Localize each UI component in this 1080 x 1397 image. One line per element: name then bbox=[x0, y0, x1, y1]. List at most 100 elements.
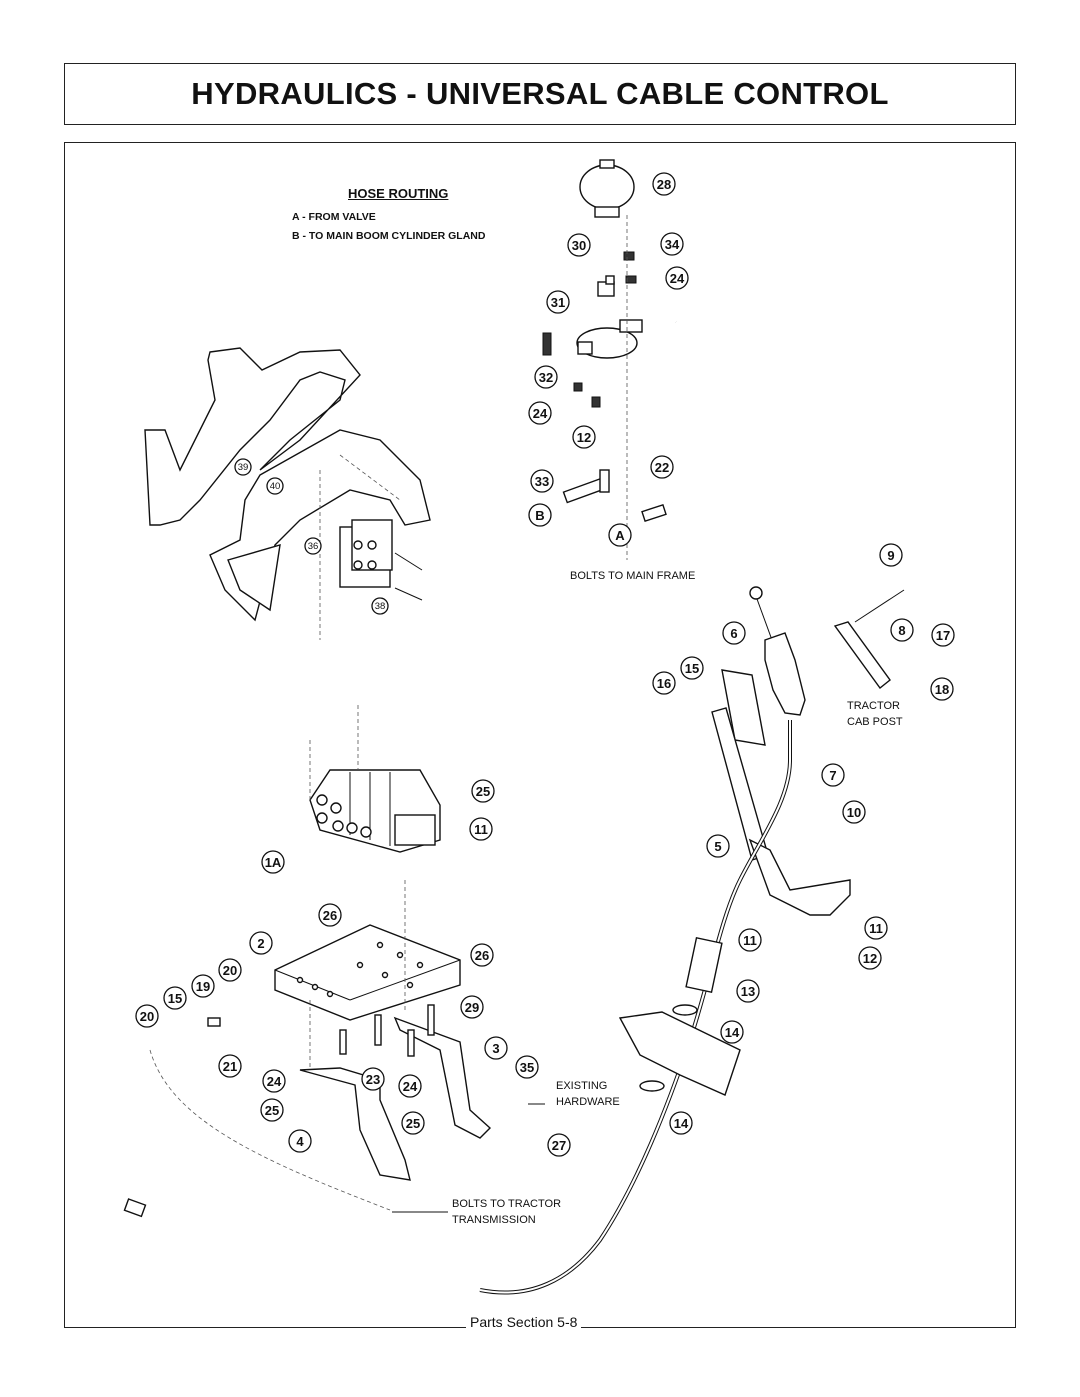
callout-label: 16 bbox=[657, 676, 671, 691]
cable-13-14 bbox=[123, 720, 792, 1295]
fitting-12 bbox=[591, 396, 601, 408]
callout-label: 15 bbox=[685, 661, 699, 676]
callout-label: 25 bbox=[476, 784, 490, 799]
note-bolts-main-frame: BOLTS TO MAIN FRAME bbox=[570, 570, 696, 582]
title-box: HYDRAULICS - UNIVERSAL CABLE CONTROL bbox=[64, 63, 1016, 125]
callout-circle bbox=[218, 958, 242, 982]
callout-label: 27 bbox=[552, 1138, 566, 1153]
callout-circle bbox=[879, 543, 903, 567]
callout-label: 10 bbox=[847, 805, 861, 820]
callout-label: 1A bbox=[265, 855, 282, 870]
panel-6 bbox=[721, 669, 766, 746]
callout-circle bbox=[652, 172, 676, 196]
callout-circle bbox=[680, 656, 704, 680]
switch-19 bbox=[207, 1017, 221, 1027]
callout-label: 9 bbox=[887, 548, 894, 563]
callout-circle bbox=[191, 974, 215, 998]
callout-label: 26 bbox=[475, 948, 489, 963]
callout-label: 13 bbox=[741, 984, 755, 999]
callout-label: 12 bbox=[577, 430, 591, 445]
callout-circle bbox=[931, 623, 955, 647]
callout-label: 3 bbox=[492, 1041, 499, 1056]
callout-label: 38 bbox=[375, 601, 386, 612]
callout-label: 36 bbox=[308, 541, 319, 552]
callout-label: 20 bbox=[140, 1009, 154, 1024]
callout-circle bbox=[469, 817, 493, 841]
callout-circle bbox=[890, 618, 914, 642]
callout-circle bbox=[484, 1036, 508, 1060]
callout-label: 23 bbox=[366, 1072, 380, 1087]
callout-label: 4 bbox=[296, 1134, 304, 1149]
note-transmission-1: BOLTS TO TRACTOR bbox=[452, 1198, 562, 1210]
callout-label: 24 bbox=[267, 1074, 282, 1089]
callout-circle bbox=[528, 503, 552, 527]
page-title: HYDRAULICS - UNIVERSAL CABLE CONTROL bbox=[191, 76, 889, 111]
callout-circle bbox=[660, 232, 684, 256]
callout-label: 25 bbox=[406, 1116, 420, 1131]
callout-circle bbox=[572, 425, 596, 449]
note-tractor-2: CAB POST bbox=[847, 716, 903, 728]
callout-circle bbox=[547, 1133, 571, 1157]
callout-circle bbox=[530, 469, 554, 493]
hose-routing-a: A - FROM VALVE bbox=[292, 211, 376, 223]
callout-label: 29 bbox=[465, 1000, 479, 1015]
callout-circle bbox=[398, 1074, 422, 1098]
callout-circle bbox=[471, 779, 495, 803]
callout-label: 20 bbox=[223, 963, 237, 978]
callout-circle bbox=[722, 621, 746, 645]
callout-label: 28 bbox=[657, 177, 671, 192]
callout-label: 12 bbox=[863, 951, 877, 966]
hose-33 bbox=[562, 469, 610, 504]
callout-circle bbox=[401, 1111, 425, 1135]
callout-label: 40 bbox=[270, 481, 281, 492]
callout-circle bbox=[842, 800, 866, 824]
callout-circle bbox=[371, 597, 389, 615]
callout-circle bbox=[930, 677, 954, 701]
callout-label: 17 bbox=[936, 628, 950, 643]
fitting-tee bbox=[597, 251, 637, 297]
bolt-23 bbox=[374, 1014, 382, 1046]
callout-label: 25 bbox=[265, 1103, 279, 1118]
callout-circle bbox=[288, 1129, 312, 1153]
callout-circle bbox=[318, 903, 342, 927]
callout-circle bbox=[665, 266, 689, 290]
page-footer: Parts Section 5-8 bbox=[466, 1314, 582, 1330]
callout-label: 35 bbox=[520, 1060, 534, 1075]
callout-circle bbox=[736, 979, 760, 1003]
callout-circle bbox=[304, 537, 322, 555]
bracket-4 bbox=[299, 1067, 411, 1181]
accumulator bbox=[579, 159, 635, 218]
callout-circle bbox=[249, 931, 273, 955]
control-valve-small bbox=[339, 519, 423, 601]
callout-label: 33 bbox=[535, 474, 549, 489]
callout-circle bbox=[546, 290, 570, 314]
hose-routing-b: B - TO MAIN BOOM CYLINDER GLAND bbox=[292, 230, 486, 242]
callout-label: 14 bbox=[674, 1116, 689, 1131]
callout-label: 34 bbox=[665, 237, 680, 252]
bolt-23 bbox=[339, 1029, 347, 1055]
callout-circle bbox=[567, 233, 591, 257]
bolt-32 bbox=[542, 332, 552, 356]
callout-circle bbox=[534, 365, 558, 389]
callout-circle bbox=[218, 1054, 242, 1078]
callout-label: 24 bbox=[533, 406, 548, 421]
callout-label: 11 bbox=[474, 822, 488, 837]
note-tractor-1: TRACTOR bbox=[847, 700, 900, 712]
callout-label: 32 bbox=[539, 370, 553, 385]
note-transmission-2: TRANSMISSION bbox=[452, 1214, 536, 1226]
callout-circle bbox=[720, 1020, 744, 1044]
callout-circle bbox=[706, 834, 730, 858]
callout-label: 2 bbox=[257, 936, 264, 951]
callout-label: 7 bbox=[829, 768, 836, 783]
callout-label: 24 bbox=[670, 271, 685, 286]
callout-circle bbox=[135, 1004, 159, 1028]
callout-label: 11 bbox=[743, 933, 757, 948]
cab-post-bracket-8 bbox=[833, 589, 905, 690]
callout-label: 18 bbox=[935, 682, 949, 697]
callout-circle bbox=[738, 928, 762, 952]
note-existing-2: HARDWARE bbox=[556, 1096, 620, 1108]
callout-circle bbox=[821, 763, 845, 787]
boom-frame bbox=[144, 347, 431, 640]
callout-label: 26 bbox=[323, 908, 337, 923]
